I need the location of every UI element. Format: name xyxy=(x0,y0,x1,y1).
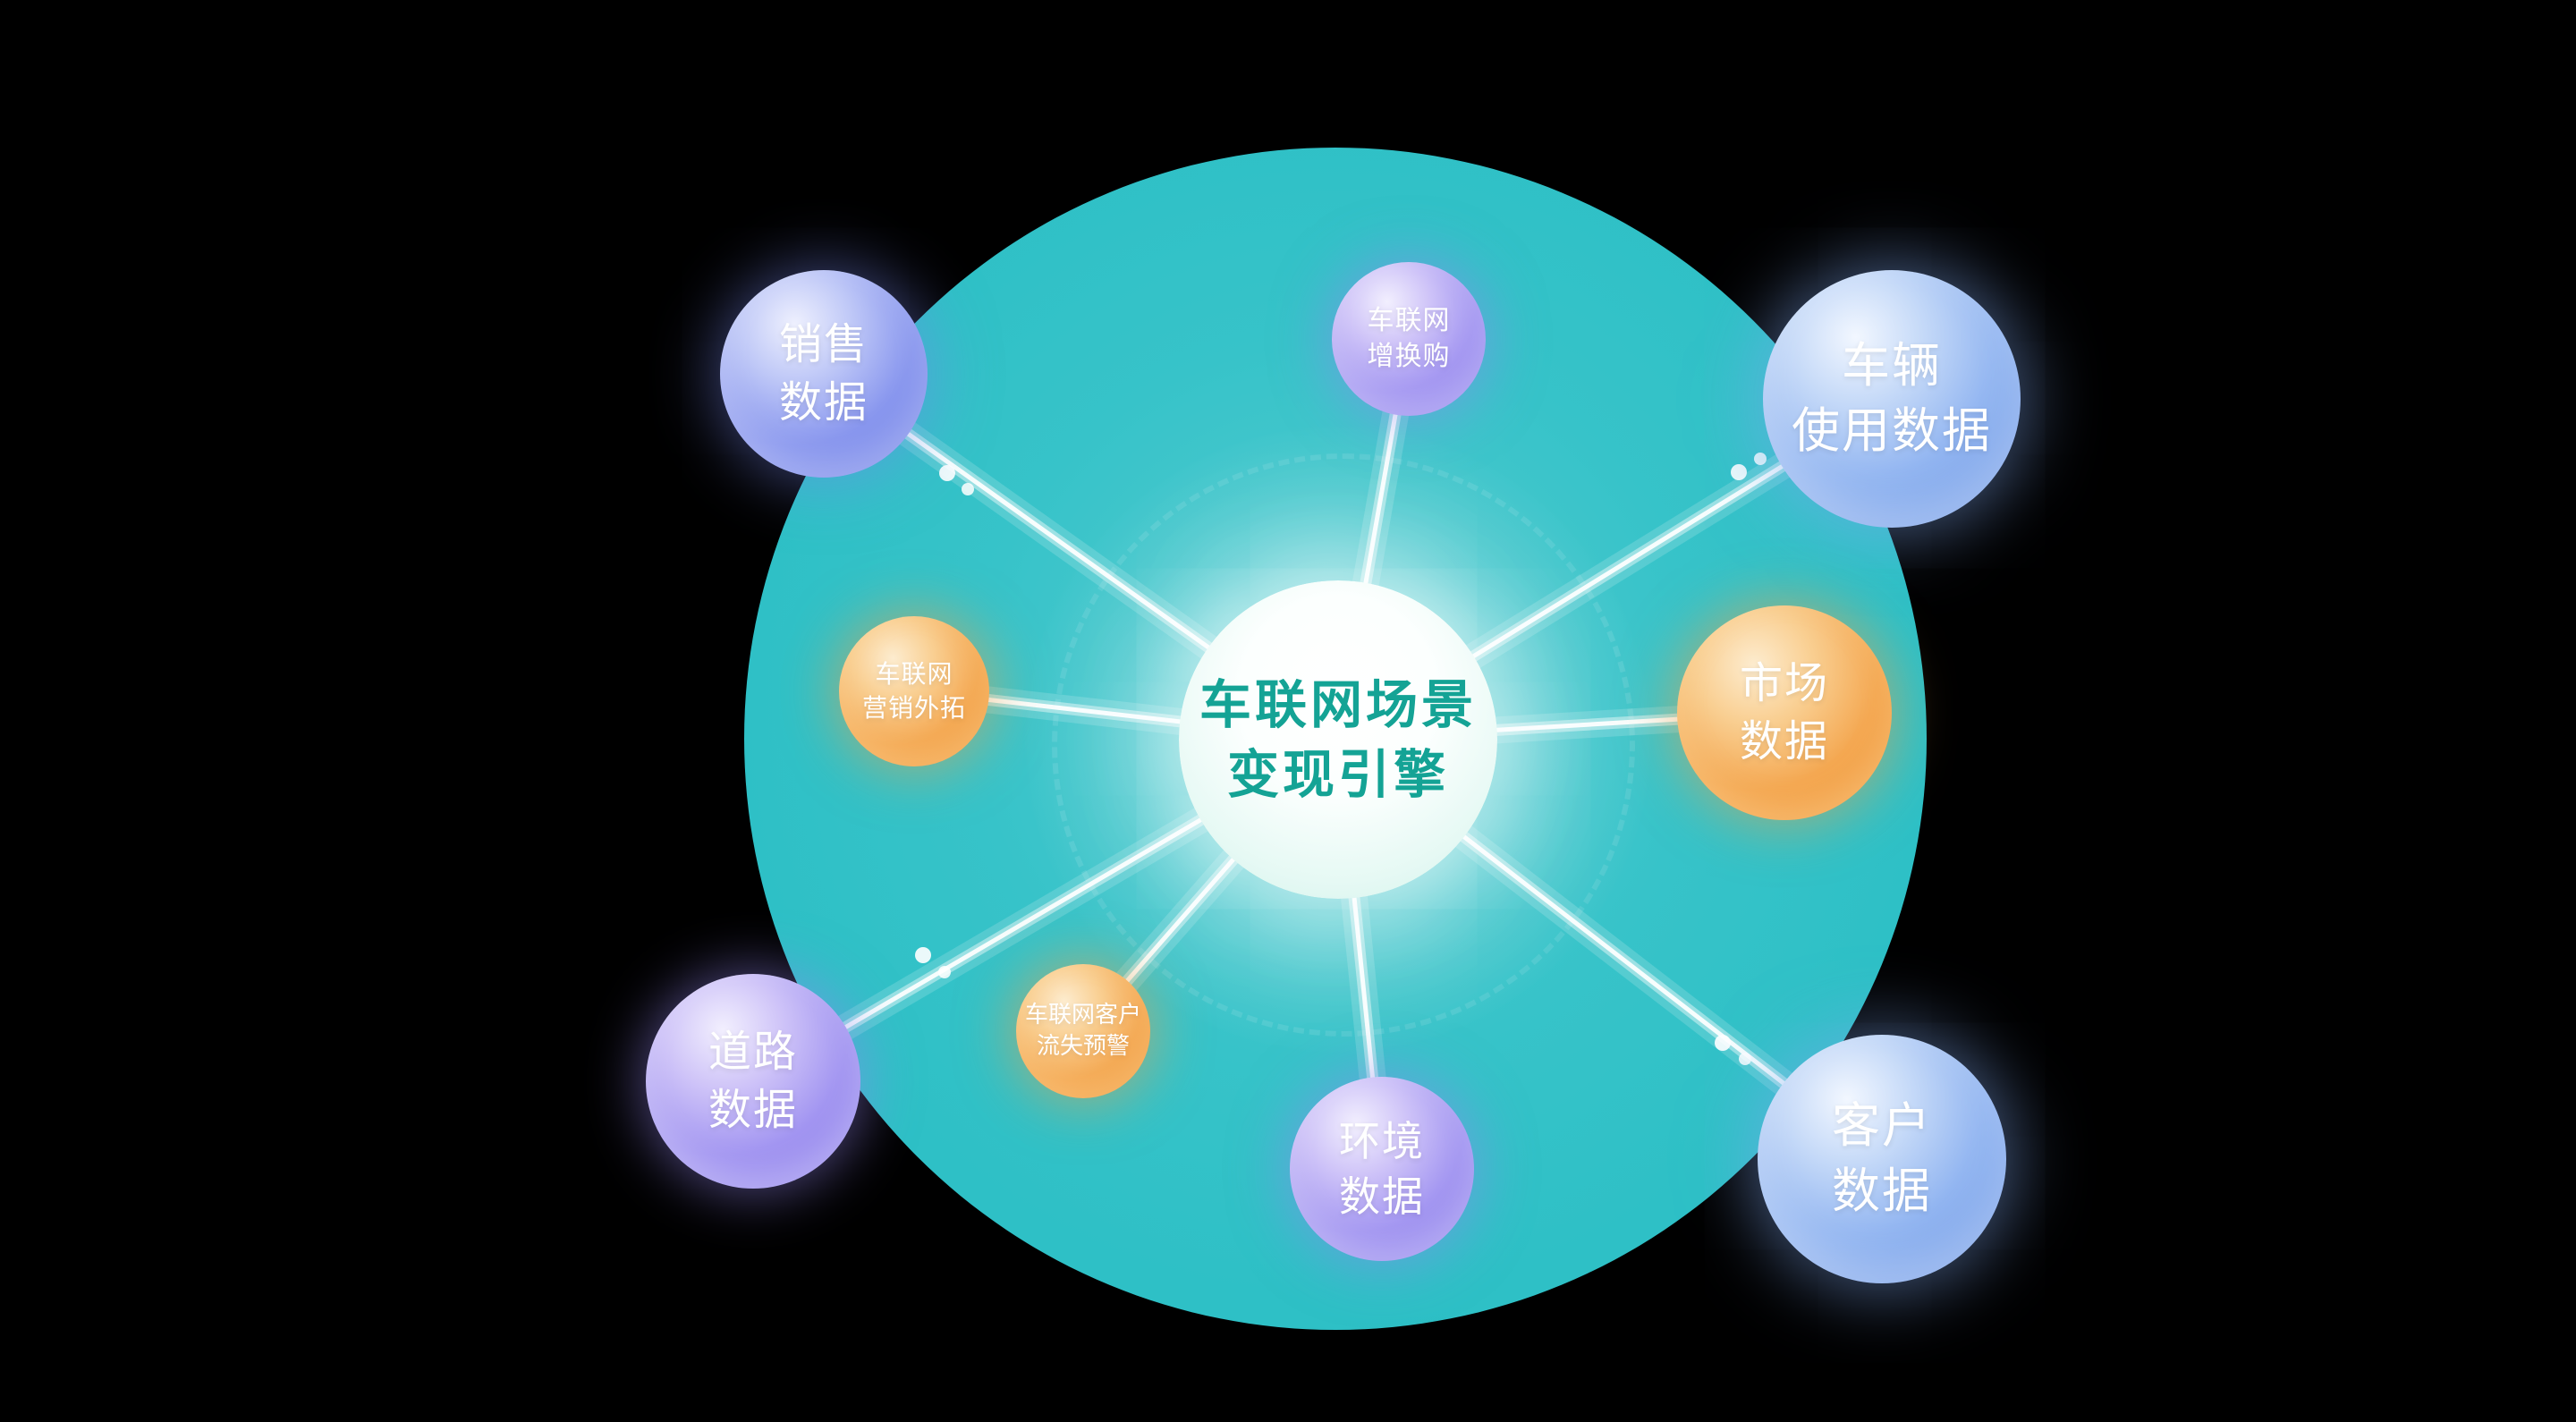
beam-particle xyxy=(915,947,931,963)
node-road-data-label: 道路 数据 xyxy=(708,1027,798,1135)
node-vehicle-usage-data-label: 车辆 使用数据 xyxy=(1792,337,1992,459)
node-vehicle-usage-data: 车辆 使用数据 xyxy=(1763,270,2021,528)
node-iov-trade-in: 车联网 增换购 xyxy=(1332,262,1486,416)
beam-particle xyxy=(939,465,955,481)
beam-particle xyxy=(938,966,951,978)
beam-particle xyxy=(1739,1053,1751,1065)
node-iov-trade-in-label: 车联网 增换购 xyxy=(1367,304,1451,373)
node-market-data: 市场 数据 xyxy=(1677,605,1892,820)
node-iov-marketing-expansion: 车联网 营销外拓 xyxy=(839,616,989,766)
node-sales-data: 销售 数据 xyxy=(720,270,928,478)
node-road-data: 道路 数据 xyxy=(646,974,860,1189)
node-market-data-label: 市场 数据 xyxy=(1739,658,1829,766)
node-environment-data: 环境 数据 xyxy=(1290,1077,1474,1261)
node-customer-data-label: 客户 数据 xyxy=(1832,1097,1932,1219)
node-iov-marketing-expansion-label: 车联网 营销外拓 xyxy=(861,659,966,723)
beam-particle xyxy=(962,483,974,495)
node-environment-data-label: 环境 数据 xyxy=(1339,1116,1425,1221)
center-hub-label: 车联网场景 变现引擎 xyxy=(1199,673,1477,805)
node-iov-customer-churn-warning-label: 车联网客户 流失预警 xyxy=(1024,1001,1141,1060)
texture-ring xyxy=(1052,453,1635,1037)
node-sales-data-label: 销售 数据 xyxy=(778,319,869,427)
beam-particle xyxy=(1754,453,1767,465)
beam-particle xyxy=(1715,1035,1731,1051)
beam-particle xyxy=(1731,464,1747,480)
center-hub: 车联网场景 变现引擎 xyxy=(1179,580,1497,899)
node-iov-customer-churn-warning: 车联网客户 流失预警 xyxy=(1016,964,1150,1098)
node-customer-data: 客户 数据 xyxy=(1758,1035,2006,1283)
